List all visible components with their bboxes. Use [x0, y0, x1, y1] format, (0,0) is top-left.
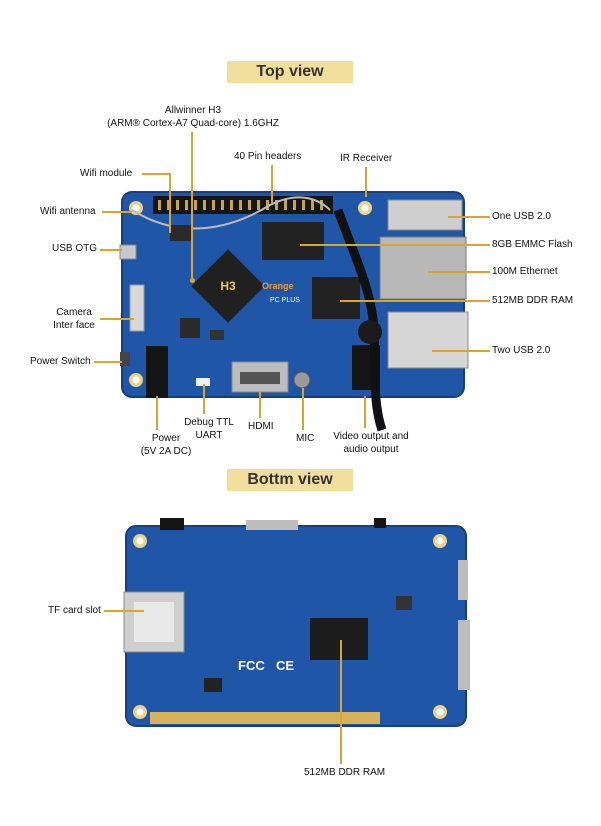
top-board	[119, 191, 469, 432]
label-mic: MIC	[296, 433, 315, 444]
leader-emmc	[300, 244, 490, 246]
bottom-view-title: Bottm view	[227, 469, 353, 491]
bottom-board	[123, 518, 470, 727]
label-wifi-antenna: Wifi antenna	[40, 206, 96, 217]
label-emmc: 8GB EMMC Flash	[492, 239, 573, 250]
label-power-line2: (5V 2A DC)	[140, 446, 192, 457]
label-one-usb: One USB 2.0	[492, 211, 551, 222]
leader-power-switch	[94, 361, 122, 363]
label-ddr-top: 512MB DDR RAM	[492, 295, 574, 306]
leader-video	[364, 396, 366, 428]
label-power: Power (5V 2A DC)	[128, 432, 204, 458]
top-view-title: Top view	[227, 61, 353, 83]
leader-debug	[203, 384, 205, 414]
label-debug-line1: Debug TTL	[184, 417, 234, 428]
dot-allwinner	[190, 278, 195, 283]
leader-ddr-top	[340, 300, 490, 302]
ce-marking: CE	[276, 658, 294, 673]
label-power-switch: Power Switch	[30, 356, 91, 367]
label-video: Video output and audio output	[326, 430, 416, 456]
leader-two-usb	[432, 350, 490, 352]
label-camera-line2: Inter face	[53, 320, 95, 331]
label-pin-headers: 40 Pin headers	[234, 151, 302, 162]
leader-wifi-antenna	[102, 211, 132, 213]
label-debug-line2: UART	[195, 430, 223, 441]
leader-camera	[100, 318, 134, 320]
label-hdmi: HDMI	[248, 421, 274, 432]
label-power-line1: Power	[151, 433, 181, 444]
label-allwinner: Allwinner H3 (ARM® Cortex-A7 Quad-core) …	[98, 104, 288, 130]
leader-ddr-bottom	[340, 640, 342, 764]
leader-hdmi	[259, 392, 261, 418]
model-marking: PC PLUS	[270, 297, 300, 304]
label-video-line1: Video output and	[333, 431, 409, 442]
label-video-line2: audio output	[343, 444, 399, 455]
leader-tf-card	[104, 610, 144, 612]
label-usb-otg: USB OTG	[52, 243, 98, 254]
label-allwinner-line2: (ARM® Cortex-A7 Quad-core) 1.6GHZ	[107, 118, 279, 129]
label-ir-receiver: IR Receiver	[340, 153, 393, 164]
brand-marking: Orange	[262, 281, 294, 291]
chip-marking: H3	[220, 279, 236, 293]
leader-pin-headers	[271, 165, 273, 203]
label-allwinner-line1: Allwinner H3	[164, 105, 222, 116]
label-two-usb: Two USB 2.0	[492, 345, 551, 356]
leader-power	[156, 396, 158, 430]
leader-allwinner	[191, 132, 193, 282]
label-ethernet: 100M Ethernet	[492, 266, 558, 277]
label-camera-line1: Camera	[56, 307, 92, 318]
leader-usb-otg	[100, 249, 122, 251]
leader-ir-receiver	[365, 167, 367, 197]
label-debug: Debug TTL UART	[178, 416, 240, 442]
label-tf-card: TF card slot	[48, 605, 101, 616]
leader-ethernet	[428, 271, 490, 273]
label-wifi-module: Wifi module	[80, 168, 133, 179]
label-camera: Camera Inter face	[50, 306, 98, 332]
leader-wifi-module-h	[142, 173, 170, 175]
label-ddr-bottom: 512MB DDR RAM	[304, 767, 386, 778]
fcc-marking: FCC	[238, 658, 265, 673]
leader-mic	[302, 388, 304, 430]
leader-one-usb	[448, 216, 490, 218]
leader-wifi-module-v	[169, 173, 171, 233]
